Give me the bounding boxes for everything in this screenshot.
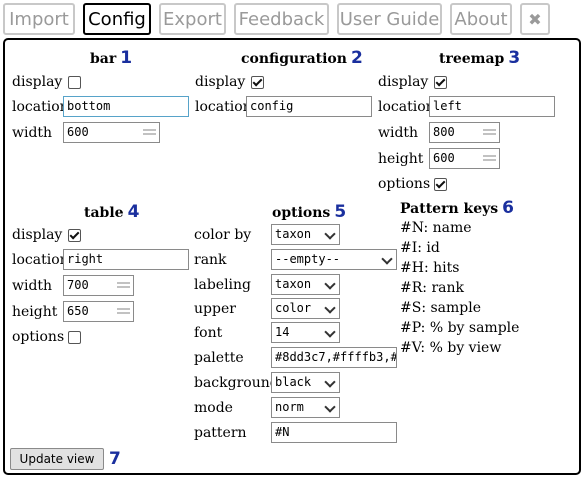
spinner-icon[interactable] xyxy=(117,282,130,288)
treemap-display-label: display xyxy=(378,74,429,90)
pattern-key-item: #V: % by view xyxy=(400,340,502,356)
chevron-down-icon xyxy=(324,326,336,338)
options-pattern-label: pattern xyxy=(194,425,247,441)
bar-display-label: display xyxy=(12,74,63,90)
treemap-location-label: location xyxy=(378,99,435,115)
options-palette-label: palette xyxy=(194,350,244,366)
table-location-input[interactable]: right xyxy=(63,249,189,270)
pattern-key-item: #R: rank xyxy=(400,280,464,296)
treemap-options-label: options xyxy=(378,176,431,192)
upper-select[interactable]: color xyxy=(271,298,340,319)
treemap-options-checkbox[interactable] xyxy=(434,178,447,191)
table-height-label: height xyxy=(12,304,58,320)
palette-input[interactable]: #8dd3c7,#ffffb3,#bebada xyxy=(271,347,397,368)
spinner-icon[interactable] xyxy=(117,308,130,314)
chevron-down-icon xyxy=(324,401,336,413)
bar-location-label: location xyxy=(12,99,69,115)
tab-about[interactable]: About xyxy=(450,3,512,35)
section-number: 4 xyxy=(127,202,140,222)
table-display-checkbox[interactable] xyxy=(68,229,81,242)
color-by-select[interactable]: taxon xyxy=(271,224,340,245)
table-options-checkbox[interactable] xyxy=(68,331,81,344)
treemap-height-input[interactable]: 600 xyxy=(429,148,500,169)
bar-display-checkbox[interactable] xyxy=(68,76,81,89)
table-options-label: options xyxy=(12,329,65,345)
table-height-input[interactable]: 650 xyxy=(63,301,134,322)
tab-config[interactable]: Config xyxy=(83,3,151,35)
chevron-down-icon xyxy=(324,278,336,290)
options-labeling-label: labeling xyxy=(194,277,252,293)
tab-feedback[interactable]: Feedback xyxy=(234,3,329,35)
section-number: 2 xyxy=(350,48,363,68)
spinner-icon[interactable] xyxy=(143,129,156,135)
options-background-label: background xyxy=(194,375,279,391)
pattern-key-item: #I: id xyxy=(400,240,440,256)
pattern-key-item: #H: hits xyxy=(400,260,460,276)
pattern-key-item: #S: sample xyxy=(400,300,482,316)
configuration-display-label: display xyxy=(195,74,246,90)
table-location-label: location xyxy=(12,252,69,268)
bar-location-input[interactable]: bottom xyxy=(63,96,189,117)
spinner-icon[interactable] xyxy=(483,155,496,161)
rank-select[interactable]: --empty-- xyxy=(271,249,397,270)
tab-user-guide[interactable]: User Guide xyxy=(337,3,442,35)
section-number: 3 xyxy=(508,48,521,68)
section-number: 1 xyxy=(120,48,133,68)
pattern-key-item: #P: % by sample xyxy=(400,320,520,336)
options-font-label: font xyxy=(194,325,223,341)
labeling-select[interactable]: taxon xyxy=(271,274,340,295)
configuration-location-input[interactable]: config xyxy=(246,96,372,117)
configuration-location-label: location xyxy=(195,99,252,115)
pattern-input[interactable]: #N xyxy=(271,422,397,443)
treemap-height-label: height xyxy=(378,151,424,167)
update-number: 7 xyxy=(109,449,121,469)
close-icon[interactable]: ✖ xyxy=(520,3,550,35)
bar-width-input[interactable]: 600 xyxy=(63,122,160,143)
tab-export[interactable]: Export xyxy=(159,3,226,35)
chevron-down-icon xyxy=(324,302,336,314)
spinner-icon[interactable] xyxy=(483,129,496,135)
chevron-down-icon xyxy=(324,376,336,388)
options-mode-label: mode xyxy=(194,400,233,416)
update-view-button[interactable]: Update view xyxy=(10,448,104,470)
configuration-display-checkbox[interactable] xyxy=(251,76,264,89)
options-upper-label: upper xyxy=(194,301,236,317)
table-width-input[interactable]: 700 xyxy=(63,275,134,296)
mode-select[interactable]: norm xyxy=(271,397,340,418)
background-select[interactable]: black xyxy=(271,372,340,393)
tab-import[interactable]: Import xyxy=(3,3,75,35)
font-select[interactable]: 14 xyxy=(271,322,340,343)
treemap-location-input[interactable]: left xyxy=(429,96,555,117)
table-width-label: width xyxy=(12,278,53,294)
chevron-down-icon xyxy=(324,228,336,240)
chevron-down-icon xyxy=(381,253,393,265)
table-display-label: display xyxy=(12,227,63,243)
treemap-display-checkbox[interactable] xyxy=(434,76,447,89)
options-rank-label: rank xyxy=(194,252,227,268)
treemap-width-input[interactable]: 800 xyxy=(429,122,500,143)
section-number: 5 xyxy=(334,202,347,222)
tab-bar: Import Config Export Feedback User Guide… xyxy=(0,0,584,36)
bar-width-label: width xyxy=(12,125,53,141)
pattern-key-item: #N: name xyxy=(400,220,472,236)
section-number: 6 xyxy=(502,198,514,218)
options-color-by-label: color by xyxy=(194,227,252,243)
treemap-width-label: width xyxy=(378,125,419,141)
